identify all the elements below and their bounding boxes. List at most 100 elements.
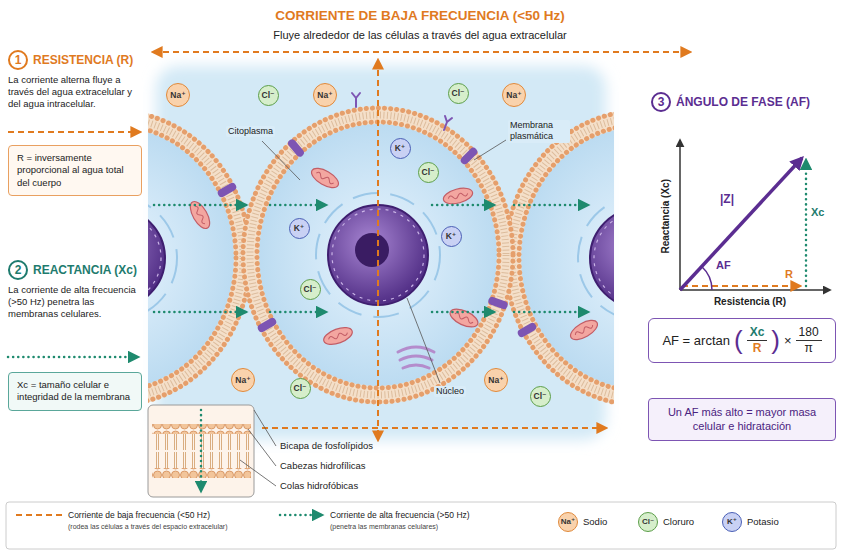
formula-part: 180π bbox=[796, 325, 822, 356]
ion-symbol: Na⁺ bbox=[235, 376, 250, 385]
ion-symbol: Na⁺ bbox=[317, 91, 332, 100]
ion-symbol: Na⁺ bbox=[506, 91, 521, 100]
membrane-protein bbox=[487, 296, 509, 310]
ion-circle: Cl⁻ bbox=[258, 85, 279, 106]
high-frequency-arrow bbox=[270, 204, 326, 207]
y-axis bbox=[679, 140, 681, 290]
part-label: Citoplasma bbox=[226, 126, 275, 137]
callout-number: 1 bbox=[15, 54, 22, 66]
box-text: Xc = tamaño celular e integridad de la m… bbox=[17, 379, 133, 404]
ion-symbol: Cl⁻ bbox=[294, 384, 307, 393]
vector-label: |Z| bbox=[720, 192, 734, 207]
membrane-protein bbox=[516, 322, 537, 339]
section-heading: RESISTENCIA (R) bbox=[33, 53, 133, 68]
formula-part: XcR bbox=[747, 325, 768, 356]
legend-text: Cloruro bbox=[663, 516, 694, 528]
leader-lines bbox=[262, 140, 506, 383]
callout-number: 2 bbox=[15, 264, 22, 276]
formula-text: × bbox=[784, 333, 792, 349]
formula-box: AF = arctan(XcR)×180π bbox=[648, 318, 836, 363]
part-label: Bicapa de fosfolípidos bbox=[280, 440, 373, 452]
definition-box: R = inversamente proporcional al agua to… bbox=[8, 145, 142, 196]
section-text: La corriente alterna fluye a través del … bbox=[8, 74, 144, 110]
ion-circle: Na⁺ bbox=[313, 83, 337, 107]
ion-circle: Na⁺ bbox=[484, 368, 508, 392]
box-text: Un AF más alto = mayor masa celular e hi… bbox=[657, 405, 827, 434]
ion-symbol: K⁺ bbox=[294, 224, 305, 233]
ion-symbol: Cl⁻ bbox=[422, 168, 435, 177]
reactance-vector bbox=[805, 160, 808, 286]
axis-label: Reactancia (Xc) bbox=[660, 161, 673, 271]
legend-note: (rodea las células a través del espacio … bbox=[68, 523, 228, 532]
section-heading: REACTANCIA (Xc) bbox=[33, 263, 137, 278]
ion-symbol: Na⁺ bbox=[170, 91, 185, 100]
part-label: Núcleo bbox=[434, 386, 466, 397]
resistance-vector bbox=[682, 285, 800, 287]
ion-circle: Cl⁻ bbox=[418, 162, 439, 183]
legend-line-sample bbox=[280, 514, 322, 517]
formula-text: R bbox=[750, 341, 765, 355]
membrane-protein bbox=[216, 182, 237, 199]
cell-left bbox=[148, 111, 250, 405]
golgi bbox=[398, 347, 434, 368]
mitochondrion bbox=[442, 185, 475, 206]
leader-line bbox=[262, 141, 300, 180]
ion-symbol: K⁺ bbox=[720, 517, 744, 527]
mitochondrion bbox=[309, 164, 342, 191]
ion-circle: K⁺ bbox=[289, 218, 310, 239]
ion-symbol: Cl⁻ bbox=[262, 91, 275, 100]
formula-part: ( bbox=[734, 327, 743, 353]
part-label: Colas hidrofóbicas bbox=[280, 480, 358, 492]
cell-right bbox=[505, 111, 614, 405]
part-label: Cabezas hidrofílicas bbox=[280, 460, 366, 472]
formula-part: ) bbox=[771, 327, 780, 353]
low-frequency-current bbox=[262, 427, 606, 429]
ion-circle: Na⁺ bbox=[502, 83, 526, 107]
mitochondrion bbox=[322, 324, 355, 347]
formula-part: × bbox=[784, 333, 792, 349]
part-label: Membrana plasmática bbox=[508, 120, 570, 143]
mitochondrion bbox=[447, 305, 480, 330]
box-text: R = inversamente proporcional al agua to… bbox=[17, 152, 133, 189]
ion-circle: Cl⁻ bbox=[448, 83, 469, 104]
receptor bbox=[352, 93, 360, 107]
legend-line-sample bbox=[16, 514, 62, 516]
low-frequency-current bbox=[153, 51, 690, 53]
high-frequency-sample bbox=[8, 356, 138, 359]
legend-note: (penetra las membranas celulares) bbox=[330, 523, 438, 532]
formula-text: 180 bbox=[796, 325, 822, 341]
formula-text: AF = arctan bbox=[662, 333, 730, 349]
formula-text: ) bbox=[771, 327, 780, 353]
mitochondrion bbox=[186, 199, 213, 232]
high-frequency-arrow bbox=[154, 204, 246, 207]
callout-number: 1 bbox=[8, 50, 28, 70]
high-frequency-arrow bbox=[270, 311, 326, 314]
high-frequency-arrow bbox=[514, 311, 588, 314]
ion-symbol: Na⁺ bbox=[556, 517, 580, 527]
leader-line bbox=[248, 429, 276, 466]
legend-text: Corriente de alta frecuencia (>50 Hz) bbox=[330, 510, 470, 521]
ion-circle: Na⁺ bbox=[231, 368, 255, 392]
ion-circle: Cl⁻ bbox=[300, 279, 321, 300]
ion-symbol: Na⁺ bbox=[488, 376, 503, 385]
high-frequency-arrow bbox=[432, 204, 494, 207]
vector-label: Xc bbox=[811, 206, 824, 220]
ion-symbol: Cl⁻ bbox=[304, 285, 317, 294]
subtitle: Fluye alrededor de las células a través … bbox=[170, 29, 670, 43]
ion-circle: Cl⁻ bbox=[290, 378, 311, 399]
legend-box bbox=[6, 502, 836, 549]
mitochondrion bbox=[568, 316, 601, 343]
high-frequency-current bbox=[8, 205, 588, 357]
ion-symbol: Cl⁻ bbox=[534, 392, 547, 401]
definition-box: Xc = tamaño celular e integridad de la m… bbox=[8, 372, 142, 411]
callout-number: 2 bbox=[8, 260, 28, 280]
section-heading: ÁNGULO DE FASE (AF) bbox=[676, 95, 810, 110]
membrane-protein bbox=[459, 146, 479, 166]
receptor bbox=[444, 116, 452, 130]
leader-line bbox=[254, 410, 276, 446]
formula-text: ( bbox=[734, 327, 743, 353]
title: CORRIENTE DE BAJA FRECUENCIA (<50 Hz) bbox=[170, 8, 670, 25]
x-axis bbox=[680, 289, 830, 291]
